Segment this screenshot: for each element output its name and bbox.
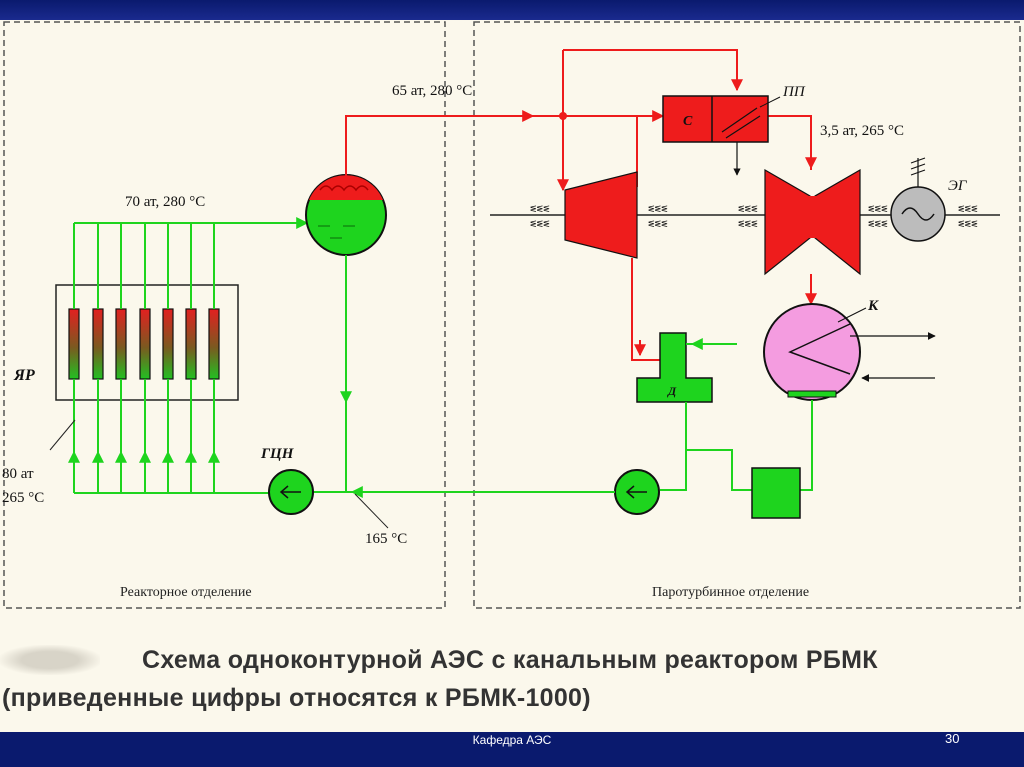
bearing-marks: ᓬᓬᓬ ᓬᓬᓬ ᓬᓬᓬ ᓬᓬᓬ ᓬᓬᓬ ᓬᓬᓬ ᓬᓬᓬ ᓬᓬᓬ ᓬᓬᓬ ᓬᓬᓬ (530, 204, 978, 229)
main-circulation-pump (268, 469, 314, 515)
separator-label: С (683, 114, 693, 129)
reheater-label: ПП (782, 84, 806, 100)
generator (890, 157, 946, 242)
reactor-section-title: Реакторное отделение (120, 585, 252, 600)
steam-junction (559, 112, 567, 120)
condensate-line (660, 338, 813, 491)
svg-text:ᓬᓬᓬ: ᓬᓬᓬ (958, 219, 978, 229)
svg-text:ᓬᓬᓬ: ᓬᓬᓬ (868, 219, 888, 229)
caption-line-1: Схема одноконтурной АЭС с канальным реак… (142, 646, 878, 674)
main-pump-label: ГЦН (260, 446, 295, 462)
condenser (763, 303, 867, 401)
reactor-core (55, 284, 239, 401)
lp-turbine (764, 168, 861, 276)
condensate-pump-box (751, 467, 801, 519)
inlet-pressure-label: 80 ат (2, 466, 34, 482)
turbine-section-border (473, 21, 1021, 609)
return-temp-leader (354, 493, 389, 529)
condenser-label: К (867, 298, 879, 314)
svg-text:ᓬᓬᓬ: ᓬᓬᓬ (648, 219, 668, 229)
separator-drum (305, 174, 387, 256)
footer-department: Кафедра АЭС (472, 733, 552, 747)
svg-text:ᓬᓬᓬ: ᓬᓬᓬ (530, 204, 550, 214)
svg-text:ᓬᓬᓬ: ᓬᓬᓬ (868, 204, 888, 214)
inlet-pipes (68, 379, 270, 494)
generator-label: ЭГ (948, 178, 968, 194)
svg-text:ᓬᓬᓬ: ᓬᓬᓬ (738, 219, 758, 229)
feed-pump (614, 469, 660, 515)
steam-drum-label: 70 ат, 280 °C (125, 194, 205, 210)
decorative-smudge (0, 645, 100, 675)
hp-turbine (564, 171, 638, 259)
footer-bar (0, 732, 1024, 767)
deaerator-label: Д (667, 384, 677, 398)
svg-text:ᓬᓬᓬ: ᓬᓬᓬ (648, 204, 668, 214)
hp-extraction-line (631, 258, 660, 361)
return-temp-label: 165 °C (365, 531, 407, 547)
reheat-label: 3,5 ат, 265 °C (820, 123, 904, 139)
top-bar (0, 0, 1024, 20)
riser-pipes (73, 217, 309, 309)
separator-reheater (662, 95, 781, 143)
svg-text:ᓬᓬᓬ: ᓬᓬᓬ (530, 219, 550, 229)
page-number: 30 (945, 731, 960, 746)
deaerator (636, 332, 713, 403)
inlet-leader-line (49, 419, 76, 451)
reactor-section-border (3, 21, 446, 609)
svg-text:ᓬᓬᓬ: ᓬᓬᓬ (958, 204, 978, 214)
svg-text:ᓬᓬᓬ: ᓬᓬᓬ (738, 204, 758, 214)
caption-line-2: (приведенные цифры относятся к РБМК-1000… (2, 684, 591, 712)
inlet-temp-label: 265 °C (2, 490, 44, 506)
turbine-section-title: Паротурбинное отделение (652, 585, 809, 600)
reactor-label: ЯР (13, 367, 35, 384)
steam-top-label: 65 ат, 280 °C (392, 83, 472, 99)
